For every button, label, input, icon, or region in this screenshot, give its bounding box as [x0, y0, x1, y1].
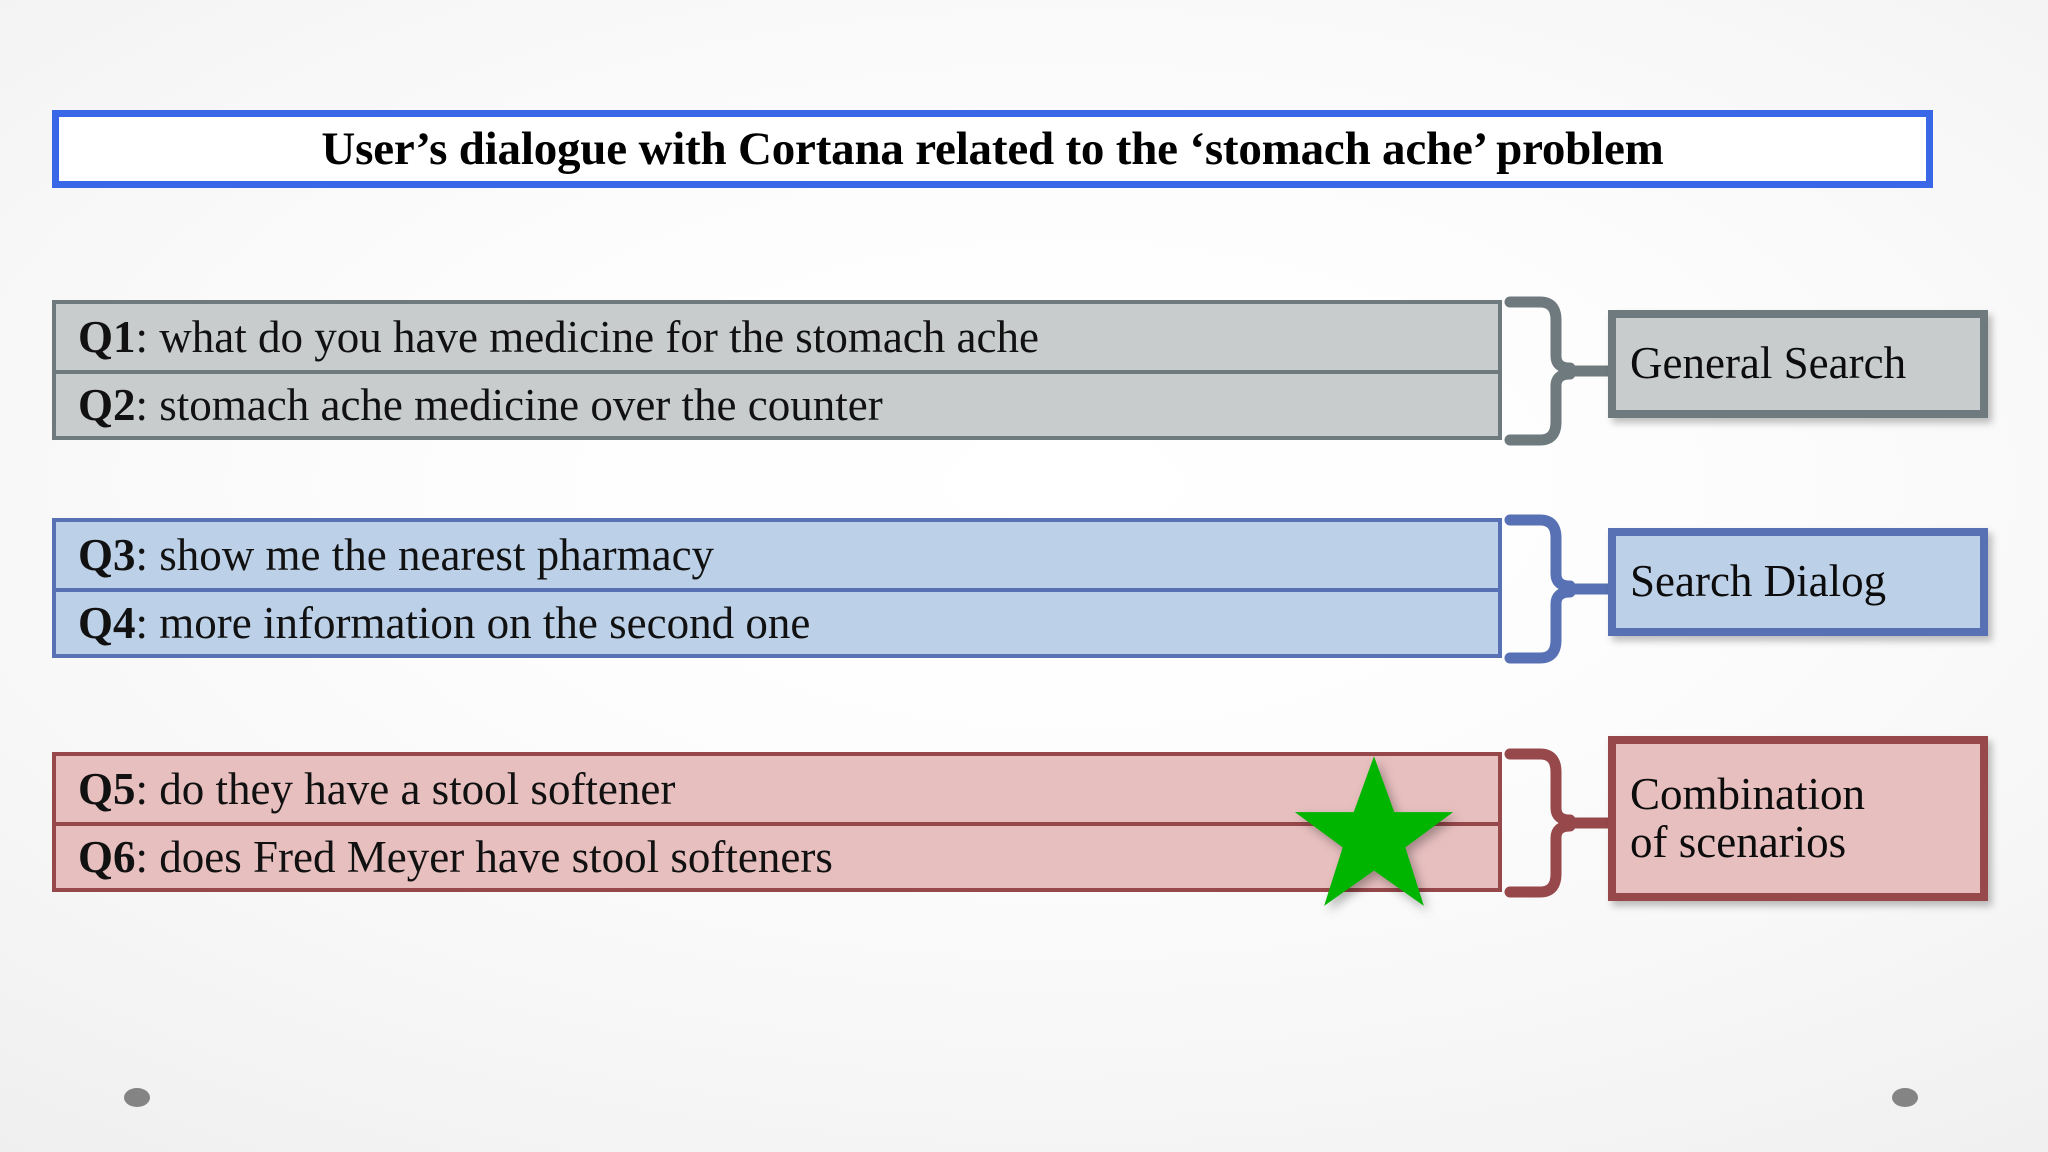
brace-combination [1504, 748, 1624, 898]
brace-general-search [1504, 296, 1624, 446]
category-label-text: Combination of scenarios [1630, 769, 1865, 867]
list-item[interactable]: Q1: what do you have medicine for the st… [56, 304, 1498, 370]
question-text: : show me the nearest pharmacy [135, 530, 715, 580]
question-id: Q4 [78, 598, 136, 648]
list-item[interactable]: Q2: stomach ache medicine over the count… [56, 370, 1498, 436]
brace-search-dialog [1504, 514, 1624, 664]
bullet-dot-left [124, 1088, 150, 1107]
question-text: : does Fred Meyer have stool softeners [135, 832, 833, 882]
list-item[interactable]: Q3: show me the nearest pharmacy [56, 522, 1498, 588]
question-text: : do they have a stool softener [135, 764, 676, 814]
category-label-combination[interactable]: Combination of scenarios [1608, 736, 1988, 901]
category-label-text: General Search [1630, 338, 1907, 389]
question-text: : stomach ache medicine over the counter [135, 380, 883, 430]
question-id: Q2 [78, 380, 136, 430]
question-id: Q6 [78, 832, 136, 882]
question-text: : more information on the second one [135, 598, 811, 648]
slide-title-box: User’s dialogue with Cortana related to … [52, 110, 1933, 188]
category-label-general-search[interactable]: General Search [1608, 310, 1988, 418]
list-item[interactable]: Q5: do they have a stool softener [56, 756, 1498, 822]
star-icon [1288, 752, 1460, 917]
bullet-dot-right [1892, 1088, 1918, 1107]
question-id: Q3 [78, 530, 136, 580]
category-label-text: Search Dialog [1630, 556, 1887, 607]
list-item[interactable]: Q4: more information on the second one [56, 588, 1498, 654]
question-id: Q1 [78, 312, 136, 362]
question-list-general-search: Q1: what do you have medicine for the st… [52, 300, 1502, 440]
question-id: Q5 [78, 764, 136, 814]
page-title: User’s dialogue with Cortana related to … [321, 122, 1664, 175]
question-list-combination: Q5: do they have a stool softener Q6: do… [52, 752, 1502, 892]
list-item[interactable]: Q6: does Fred Meyer have stool softeners [56, 822, 1498, 888]
category-label-search-dialog[interactable]: Search Dialog [1608, 528, 1988, 636]
question-list-search-dialog: Q3: show me the nearest pharmacy Q4: mor… [52, 518, 1502, 658]
question-text: : what do you have medicine for the stom… [135, 312, 1039, 362]
